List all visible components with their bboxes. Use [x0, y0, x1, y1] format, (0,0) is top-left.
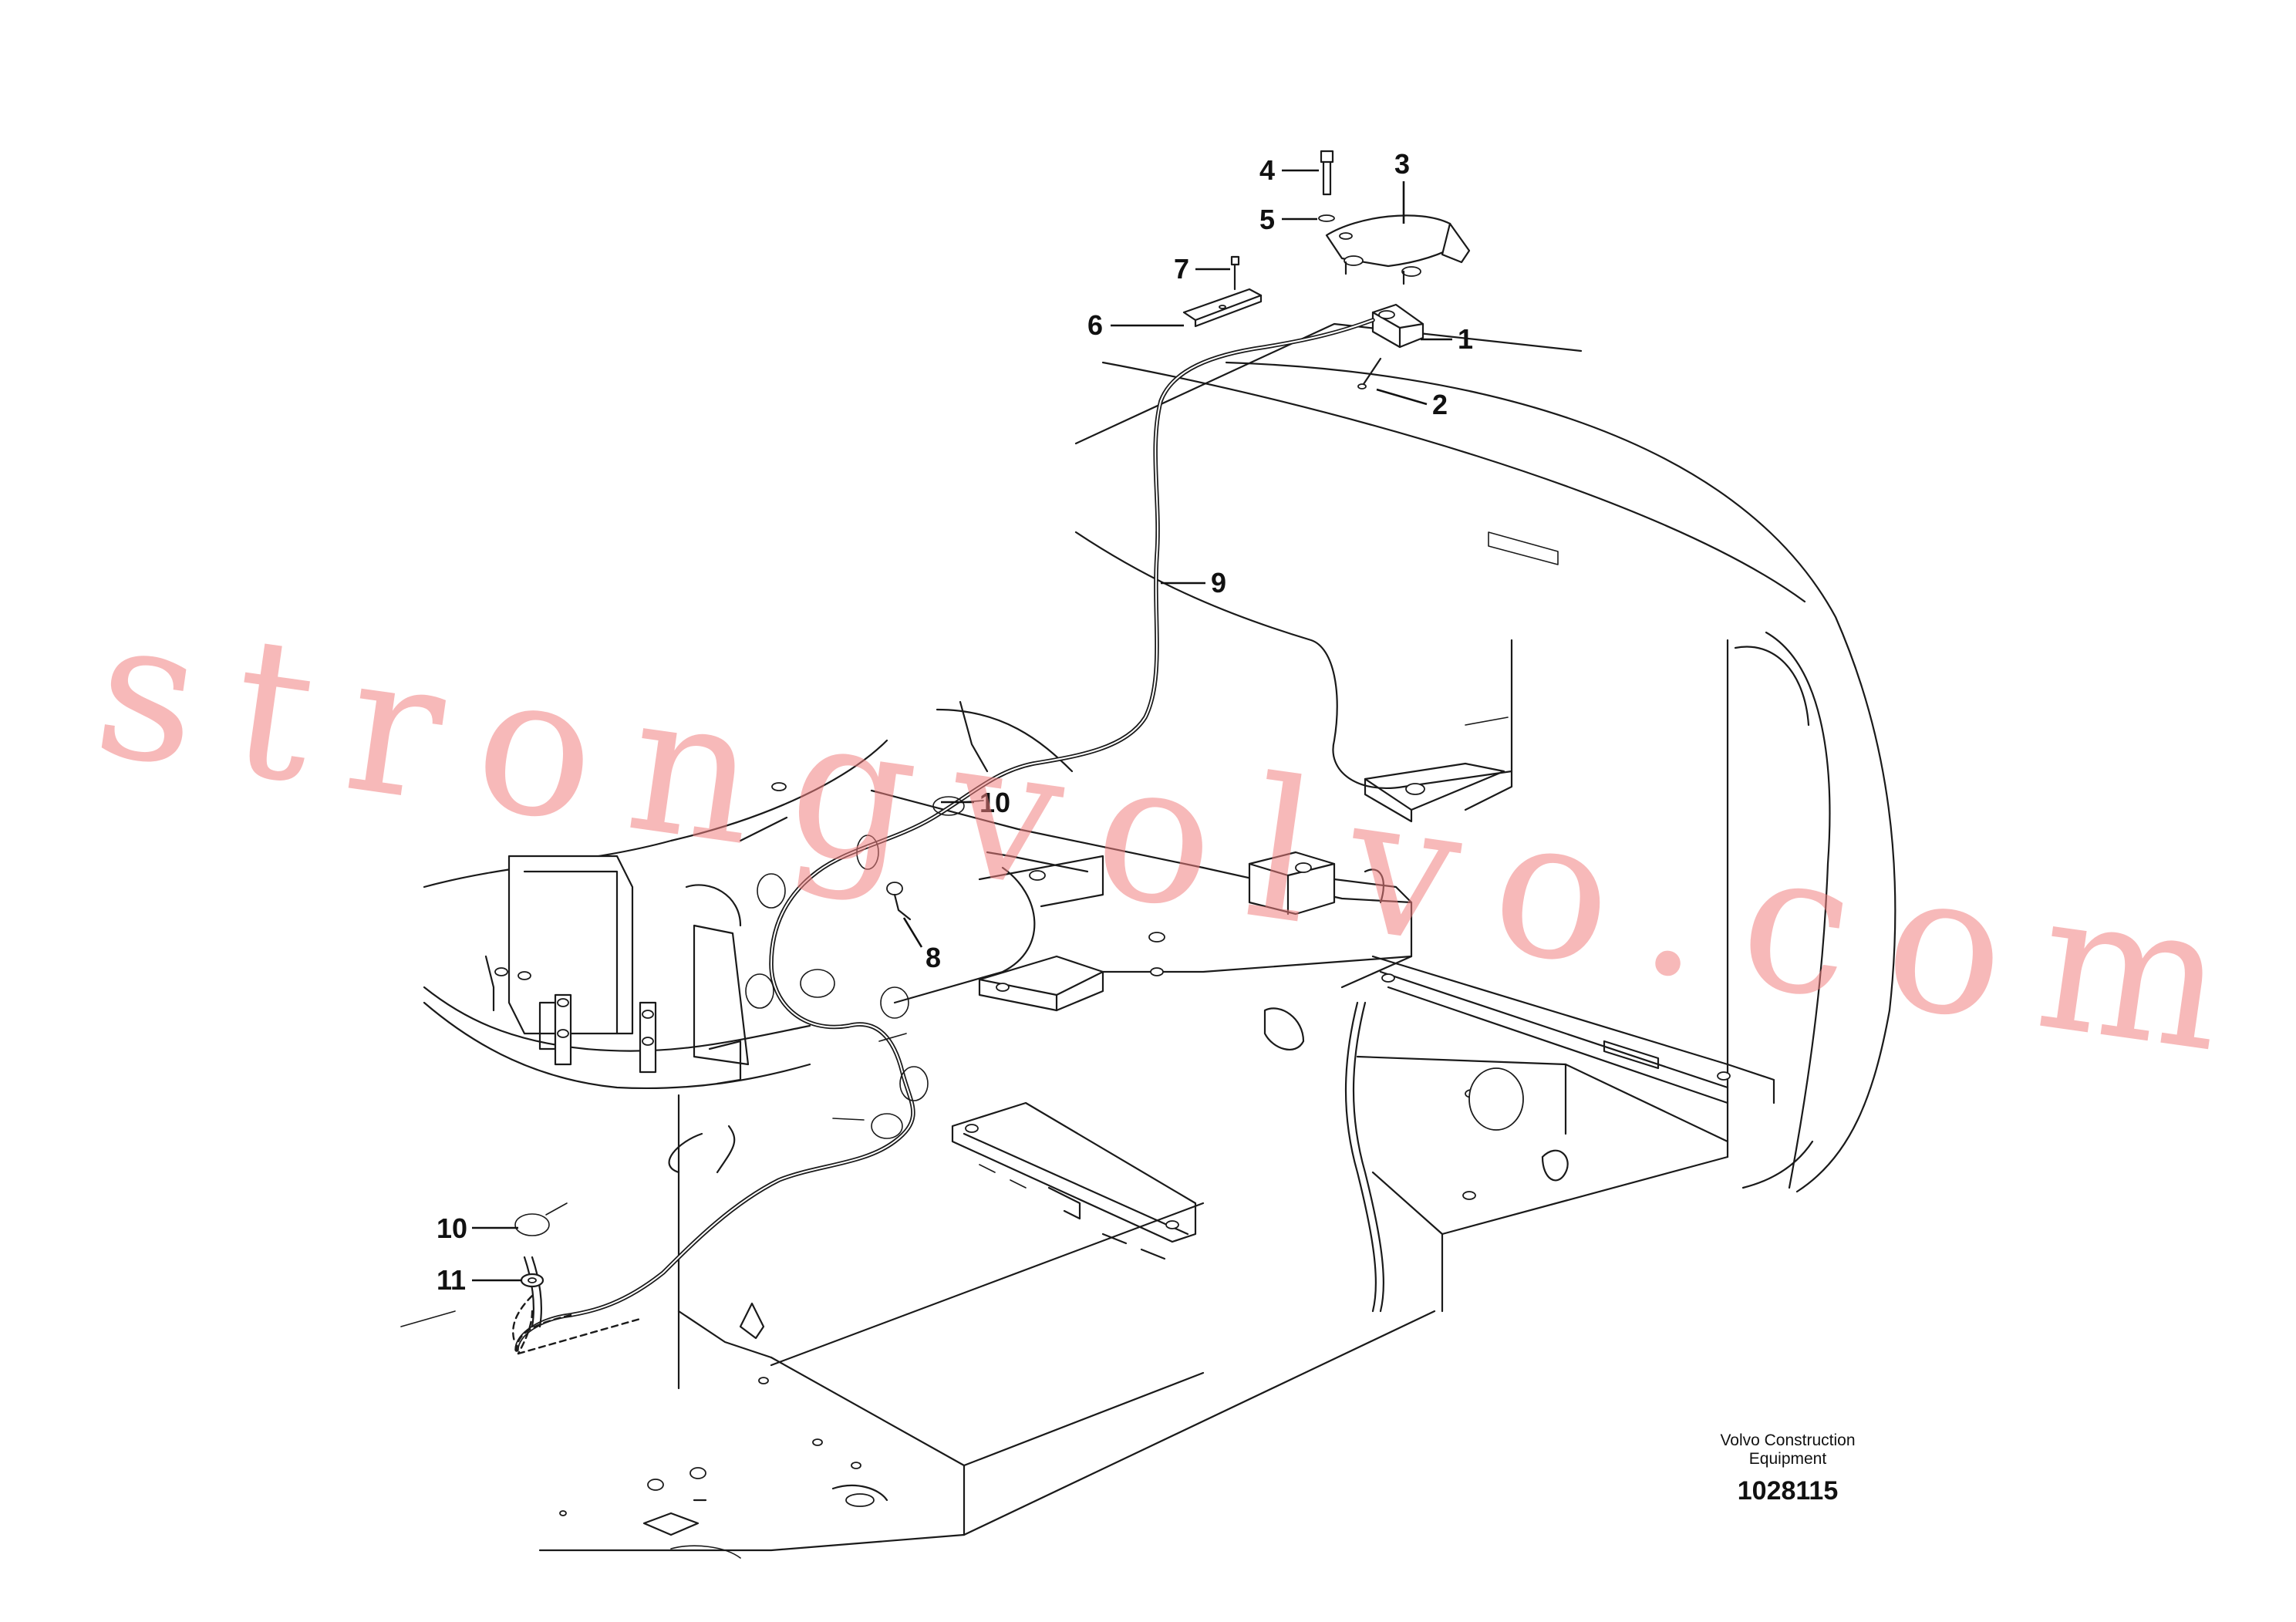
svg-text:1: 1	[1458, 323, 1473, 355]
callout-9: 9	[1161, 567, 1226, 599]
bolt-4	[1320, 150, 1334, 196]
bracket-6	[1182, 288, 1263, 328]
washer-5	[1318, 214, 1335, 222]
drawing-number: 1028115	[1738, 1476, 1839, 1506]
screw-7	[1230, 255, 1240, 291]
svg-text:5: 5	[1259, 204, 1275, 235]
callout-10-bottom: 10	[437, 1212, 518, 1244]
svg-text:10: 10	[437, 1212, 467, 1244]
callout-10-top: 10	[941, 787, 1010, 818]
svg-text:10: 10	[979, 787, 1010, 818]
maker-name-line-1: Volvo Construction	[1720, 1431, 1855, 1449]
ring-terminal-8	[886, 882, 912, 921]
callout-7: 7	[1174, 253, 1230, 285]
sensor-1	[1371, 303, 1424, 349]
callout-4: 4	[1259, 154, 1319, 186]
callout-1: 1	[1421, 323, 1473, 355]
cable-tie-10	[745, 796, 984, 1139]
svg-text:11: 11	[437, 1264, 466, 1296]
svg-text:3: 3	[1394, 148, 1410, 180]
callout-8: 8	[902, 917, 941, 973]
svg-text:8: 8	[925, 942, 941, 973]
maker-block: Volvo Construction Equipment 1028115	[1720, 1431, 1855, 1506]
mounting-bracket	[1325, 214, 1471, 285]
callout-5: 5	[1259, 204, 1317, 235]
watermark: strongvolvo.com	[84, 575, 2238, 1095]
svg-text:9: 9	[1211, 567, 1226, 599]
callout-3: 3	[1394, 148, 1410, 224]
svg-text:2: 2	[1432, 389, 1448, 420]
svg-text:7: 7	[1174, 253, 1189, 285]
cable-end	[514, 1202, 642, 1355]
svg-text:strongvolvo.com: strongvolvo.com	[84, 575, 2238, 1095]
callout-2: 2	[1376, 388, 1448, 420]
callout-11: 11	[437, 1264, 521, 1296]
screw-2	[1357, 357, 1382, 389]
maker-name-line-2: Equipment	[1749, 1450, 1827, 1468]
callout-6: 6	[1087, 309, 1184, 341]
cable-harness-9	[512, 318, 1375, 1352]
svg-text:6: 6	[1087, 309, 1103, 341]
frame-outline	[400, 322, 1896, 1559]
svg-text:4: 4	[1259, 154, 1275, 186]
callout-group: 4 3 5 7 6 1 2 9	[437, 148, 1473, 1296]
